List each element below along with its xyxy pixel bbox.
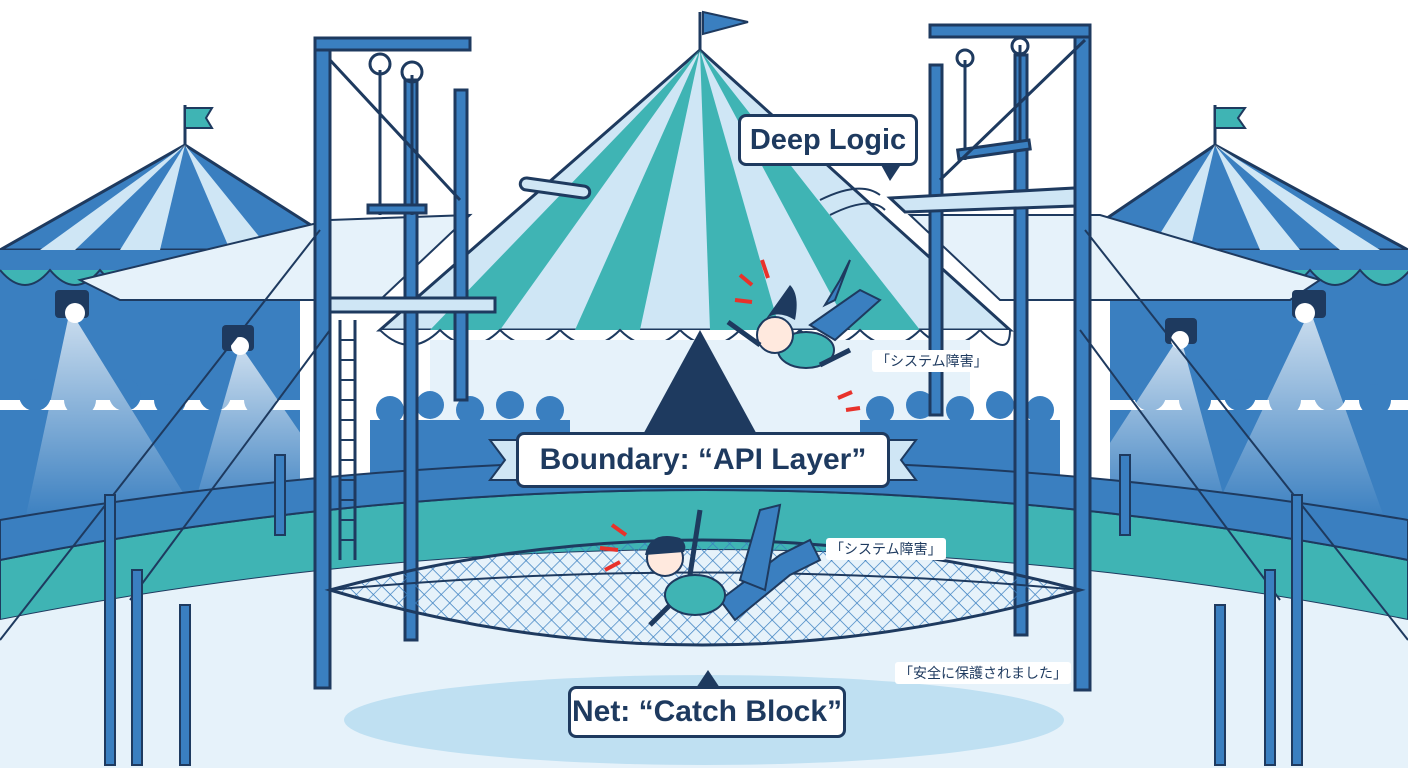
left-trapeze-tower — [313, 36, 592, 690]
tent-entrance — [640, 330, 760, 440]
ring-wall — [0, 459, 1408, 768]
net-label-tail — [696, 670, 720, 688]
net-label: Net: “Catch Block” — [568, 686, 846, 738]
motion-line — [819, 187, 881, 201]
spotlight-icon — [1292, 290, 1326, 323]
caught-acrobat — [599, 503, 822, 627]
ring-posts — [104, 454, 1303, 766]
alert-marks — [599, 523, 628, 572]
right-trapeze-tower — [886, 23, 1092, 692]
guy-wires — [0, 229, 1408, 641]
spotlight-icon — [1165, 318, 1197, 349]
boundary-banner-ribbon — [488, 439, 918, 481]
spotlight-icon — [55, 290, 89, 323]
caption-failure-upper: 「システム障害」 — [872, 350, 992, 372]
caption-failure-lower: 「システム障害」 — [826, 538, 946, 560]
boundary-label: Boundary: “API Layer” — [516, 432, 890, 488]
main-tent-flag — [702, 10, 749, 36]
alert-marks — [734, 259, 861, 412]
caption-protected: 「安全に保護されました」 — [895, 662, 1071, 684]
deep-logic-label: Deep Logic — [738, 114, 918, 166]
deep-logic-label-tail — [880, 163, 902, 181]
falling-acrobat — [726, 187, 886, 412]
